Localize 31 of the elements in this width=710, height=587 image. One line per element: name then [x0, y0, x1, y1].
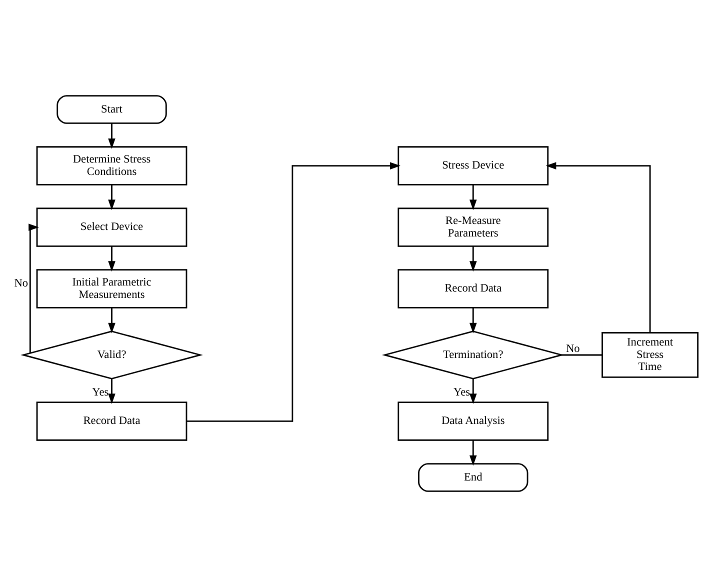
- edge-label: Yes: [454, 386, 470, 399]
- node-box: Stress Device: [398, 146, 549, 186]
- node-box: Increment Stress Time: [602, 332, 699, 378]
- node-box: Re-Measure Parameters: [398, 208, 549, 247]
- node-box: Start: [56, 95, 167, 124]
- edge-label: No: [566, 342, 580, 355]
- node-box: End: [418, 463, 528, 492]
- edge-label: No: [14, 277, 28, 290]
- edge-label: Yes: [92, 386, 109, 399]
- arrow: [469, 184, 477, 210]
- connector: [562, 354, 602, 356]
- node-diamond: Termination?: [382, 330, 564, 380]
- arrow: [28, 224, 39, 353]
- node-box: Select Device: [36, 208, 188, 247]
- node-box: Record Data: [398, 269, 549, 308]
- node-box: Initial Parametric Measurements: [36, 269, 188, 308]
- arrow: [108, 184, 116, 210]
- arrow: [469, 378, 477, 404]
- node-box: Data Analysis: [398, 402, 549, 441]
- arrow: [546, 162, 651, 333]
- arrow: [108, 308, 116, 334]
- node-box: Record Data: [36, 402, 188, 441]
- node-box: Determine Stress Conditions: [36, 146, 188, 186]
- arrow: [469, 308, 477, 334]
- arrow: [469, 246, 477, 272]
- arrow: [108, 123, 116, 149]
- arrow: [186, 162, 400, 422]
- node-diamond: Valid?: [20, 330, 203, 380]
- arrow: [108, 246, 116, 272]
- arrow: [469, 440, 477, 466]
- arrow: [108, 378, 116, 404]
